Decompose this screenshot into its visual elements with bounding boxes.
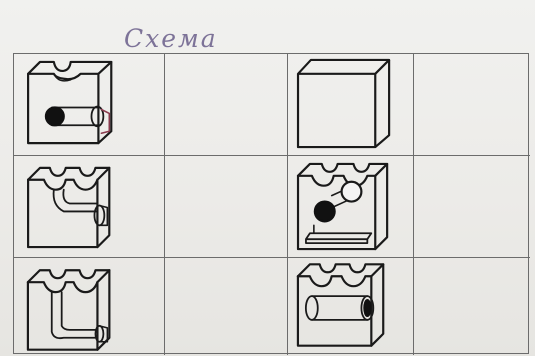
cube-top-edge — [298, 164, 387, 176]
tube-outline — [312, 296, 368, 320]
cube-notches — [28, 282, 98, 292]
tube-outline — [52, 292, 98, 338]
cube-notches-horizontal-tube-drawing — [288, 258, 413, 355]
handwritten-title: Схема — [124, 24, 218, 53]
scheme-grid — [13, 53, 529, 354]
cube-front-face — [298, 276, 371, 345]
cell-r2-c1 — [14, 156, 165, 258]
ball-white — [342, 182, 362, 202]
cube-side-face — [375, 164, 387, 249]
cell-r3-c2 — [165, 258, 288, 355]
cell-r1-c3 — [288, 54, 414, 156]
cell-r2-c3 — [288, 156, 414, 258]
cube-top-edge — [28, 168, 109, 180]
cube-front-face — [28, 74, 98, 143]
cell-r2-c2 — [165, 156, 288, 258]
cube-notch-ball-tube-drawing — [14, 54, 164, 155]
cube-notches — [298, 176, 375, 186]
cube-top-face — [298, 60, 389, 74]
ball-black — [315, 202, 335, 222]
cell-r1-c2 — [165, 54, 288, 156]
cell-r3-c3 — [288, 258, 414, 355]
cube-notches — [28, 180, 97, 190]
tube-outline — [54, 190, 98, 212]
cell-r1-c4 — [414, 54, 530, 156]
cube-top-edge — [28, 270, 109, 282]
cell-r1-c1 — [14, 54, 165, 156]
cube-two-notches-curved-tube-drawing — [14, 156, 164, 257]
cube-front-face — [298, 74, 375, 147]
cube-two-notches-two-balls-ramp-drawing — [288, 156, 413, 257]
cube-notches-down-tube-drawing — [14, 258, 164, 355]
ball — [46, 107, 64, 125]
cell-r3-c4 — [414, 258, 530, 355]
cube-front-face — [298, 176, 375, 249]
cell-r2-c4 — [414, 156, 530, 258]
ramp — [306, 233, 371, 243]
cube-top-edge — [298, 264, 383, 276]
plain-cube-drawing — [288, 54, 413, 155]
cube-notches — [298, 276, 371, 286]
cell-r3-c1 — [14, 258, 165, 355]
